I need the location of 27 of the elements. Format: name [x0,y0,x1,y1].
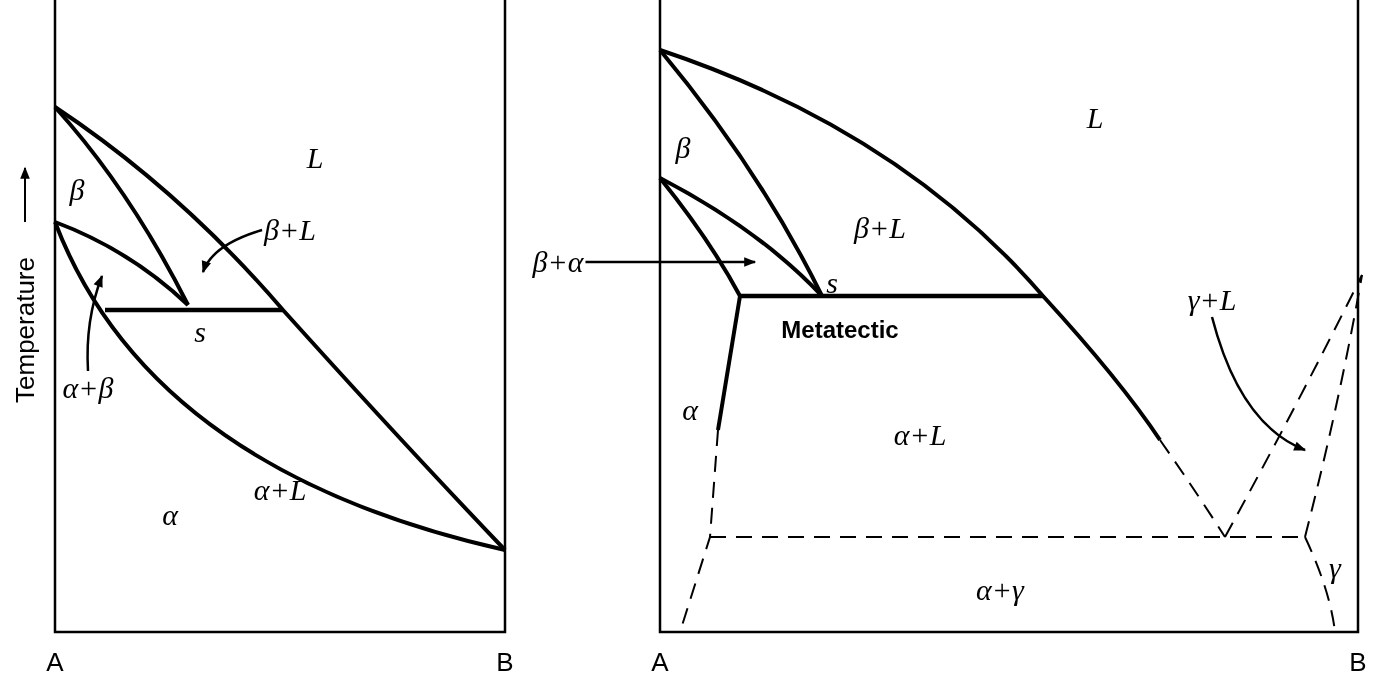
region-label: β+L [854,213,906,243]
region-label: α [682,395,698,425]
axis-label: Temperature [12,257,38,403]
axis-label: B [496,649,514,675]
axis-label: A [651,649,669,675]
region-label: β [675,133,691,163]
leader-arrow [86,274,104,372]
region-label: L [1086,103,1104,133]
leader-arrow [1210,316,1307,452]
region-label: α+γ [976,575,1024,605]
region-label: β+L [264,215,316,245]
region-label: β [69,175,85,205]
axis-label: A [46,649,64,675]
region-label: β+α [532,247,584,277]
region-label: α+β [62,373,114,403]
region-label: L [306,143,324,173]
leader-arrow [201,228,263,274]
line-label: Metatectic [781,318,899,342]
region-label: α+L [253,475,307,505]
leader-arrow [585,257,757,267]
axis-label: B [1349,649,1367,675]
region-label: γ+L [1187,285,1237,315]
region-label: γ [1329,553,1341,583]
region-label: α+L [893,420,947,450]
point-label: s [826,268,838,298]
region-label: α [162,500,178,530]
point-label: s [194,317,206,347]
